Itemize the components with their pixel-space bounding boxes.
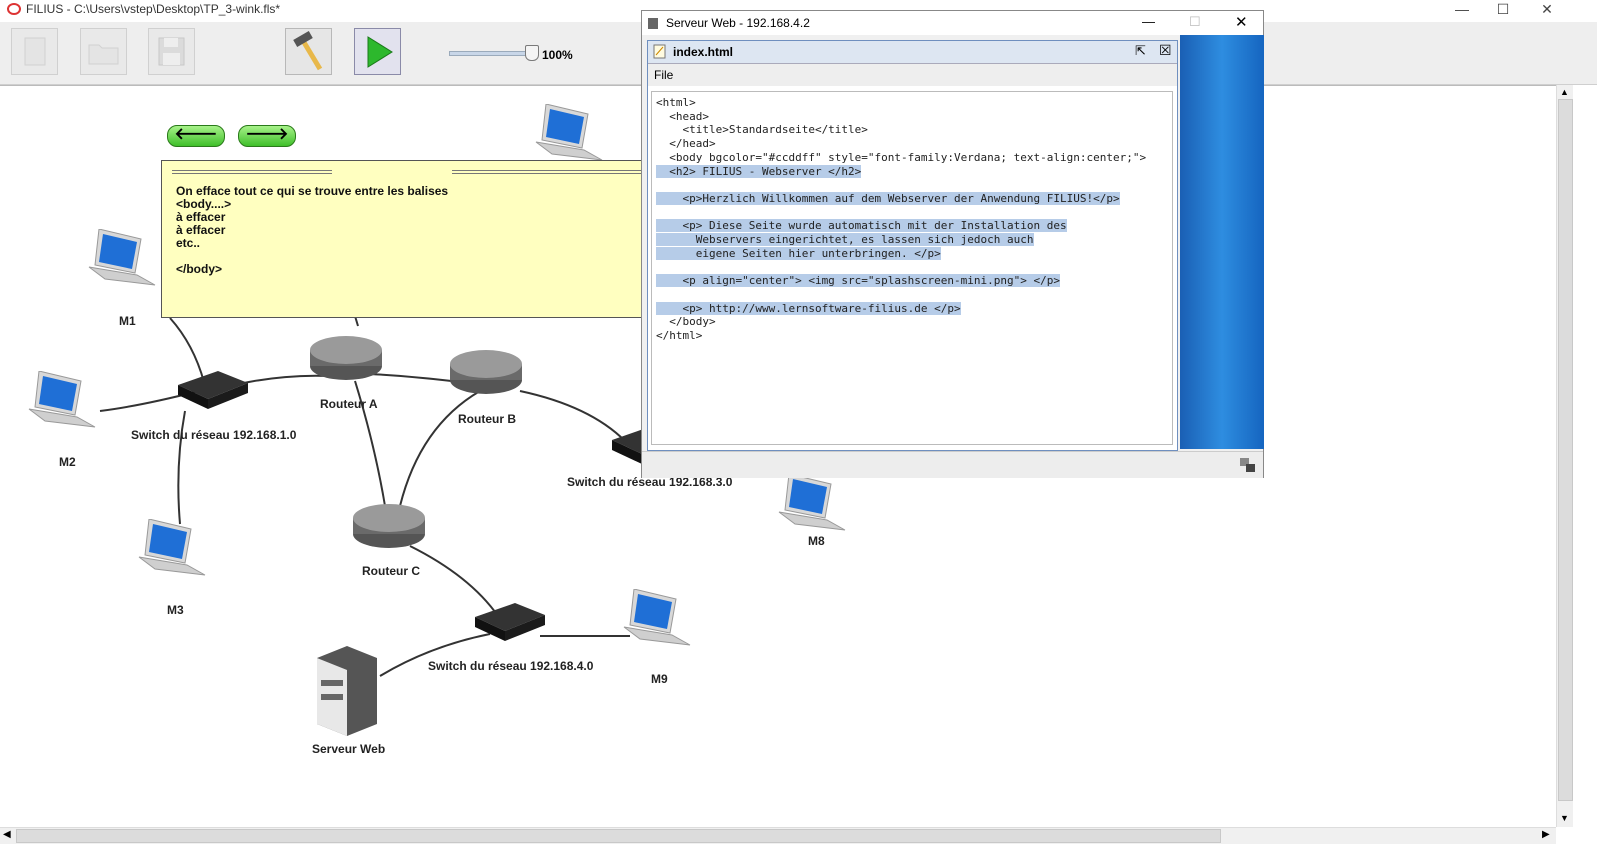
code-line: <head> [656,109,709,123]
switch-4-icon[interactable] [475,603,547,643]
label-switch1: Switch du réseau 192.168.1.0 [131,428,297,442]
webserver-window[interactable]: Serveur Web - 192.168.4.2 — ☐ ✕ index.ht… [641,10,1264,478]
scroll-right-icon[interactable]: ▶ [1542,829,1550,840]
laptop-m3-icon[interactable] [135,519,210,579]
new-file-button[interactable] [11,28,58,75]
server-icon[interactable] [312,646,382,738]
label-m3: M3 [167,603,184,617]
code-line-selected: <p>Herzlich Willkommen auf dem Webserver… [656,191,1120,205]
router-b-icon[interactable] [450,350,524,398]
play-icon [367,36,393,68]
webserver-titlebar[interactable]: Serveur Web - 192.168.4.2 — ☐ ✕ [642,11,1263,35]
editor-internal-frame[interactable]: index.html ⇱ ☒ File <html> <head> <title… [647,40,1178,451]
detach-icon[interactable]: ⇱ [1135,43,1146,58]
back-button[interactable]: 🡐 [167,125,225,147]
router-c-icon[interactable] [353,504,427,552]
open-folder-icon [88,44,119,65]
html-editor[interactable]: <html> <head> <title>Standardseite</titl… [651,91,1173,445]
label-router-b: Routeur B [458,412,516,426]
label-router-c: Routeur C [362,564,420,578]
code-line: </html> [656,328,703,342]
laptop-m2-icon[interactable] [25,371,100,431]
maximize-icon[interactable]: ☐ [1496,1,1510,17]
note-drag-handle-left[interactable] [172,170,332,174]
maximize-icon: ☐ [1189,14,1201,29]
label-m1: M1 [119,314,136,328]
design-mode-button[interactable] [285,28,332,75]
close-icon[interactable]: ✕ [1235,14,1248,31]
scroll-up-icon[interactable]: ▲ [1560,87,1569,97]
horizontal-scrollbar[interactable]: ◀ ▶ [0,827,1556,844]
document-icon [653,44,666,59]
code-line-selected: Webservers eingerichtet, es lassen sich … [656,233,1034,247]
code-line-selected: <p> Diese Seite wurde automatisch mit de… [656,219,1067,233]
menu-file[interactable]: File [654,68,674,82]
zoom-label: 100% [542,48,573,62]
hammer-icon [293,31,323,71]
code-text[interactable]: <html> <head> <title>Standardseite</titl… [656,96,1146,343]
label-router-a: Routeur A [320,397,378,411]
label-switch4: Switch du réseau 192.168.4.0 [428,659,594,673]
laptop-m9-icon[interactable] [620,589,695,649]
code-line-selected: <p align="center"> <img src="splashscree… [656,274,1060,288]
server-small-icon [648,18,658,29]
switch-3-icon[interactable] [612,426,642,466]
vertical-scrollbar[interactable]: ▲ ▼ [1556,85,1573,827]
zoom-slider-thumb[interactable] [525,45,539,61]
sticky-note[interactable]: On efface tout ce qui se trouve entre le… [161,160,661,318]
laptop-m8-icon[interactable] [775,474,850,534]
desktop-background-panel [1180,35,1264,449]
laptop-top-icon[interactable] [532,104,607,164]
code-line: <body bgcolor="#ccddff" style="font-fami… [656,150,1147,164]
close-frame-icon[interactable]: ☒ [1159,42,1172,58]
webserver-statusbar [642,451,1263,478]
arrow-left-icon: 🡐 [174,126,218,143]
editor-file-name: index.html [673,45,734,59]
note-drag-handle-right[interactable] [452,170,650,174]
code-line-selected: <p> http://www.lernsoftware-filius.de </… [656,301,961,315]
webserver-title: Serveur Web - 192.168.4.2 [666,16,810,30]
scroll-left-icon[interactable]: ◀ [3,829,11,840]
simulation-mode-button[interactable] [354,28,401,75]
label-server: Serveur Web [312,742,386,756]
switch-1-icon[interactable] [178,371,250,411]
label-m8: M8 [808,534,825,548]
filius-logo-icon [7,3,21,15]
label-m9: M9 [651,672,668,686]
arrow-right-icon: 🡒 [245,126,289,143]
save-icon [158,37,185,66]
code-line-selected: eigene Seiten hier unterbringen. </p> [656,246,941,260]
close-icon[interactable]: ✕ [1541,1,1553,17]
laptop-m1-icon[interactable] [85,229,160,289]
new-file-icon [24,37,46,66]
editor-frame-titlebar[interactable]: index.html ⇱ ☒ [648,41,1177,64]
forward-button[interactable]: 🡒 [238,125,296,147]
code-line: </body> [656,315,716,329]
note-text[interactable]: On efface tout ce qui se trouve entre le… [176,184,449,276]
label-switch3: Switch du réseau 192.168.3.0 [567,475,733,489]
horizontal-scroll-thumb[interactable] [16,829,1221,843]
save-button[interactable] [148,28,195,75]
minimize-icon[interactable]: — [1455,1,1469,17]
network-links [99,315,630,677]
minimize-icon[interactable]: — [1142,14,1155,29]
zoom-slider-track[interactable] [449,51,536,56]
code-line: </head> [656,137,716,151]
router-a-icon[interactable] [310,336,384,384]
code-line: <html> [656,96,696,109]
open-button[interactable] [80,28,127,75]
code-line: <title>Standardseite</title> [656,123,868,137]
vertical-scroll-thumb[interactable] [1558,99,1573,801]
code-line-selected: <h2> FILIUS - Webserver </h2> [656,164,862,178]
scroll-down-icon[interactable]: ▼ [1560,813,1569,823]
cascade-windows-icon[interactable] [1239,457,1257,474]
app-title: FILIUS - C:\Users\vstep\Desktop\TP_3-win… [26,2,281,16]
editor-menubar: File [648,64,1177,86]
label-m2: M2 [59,455,76,469]
